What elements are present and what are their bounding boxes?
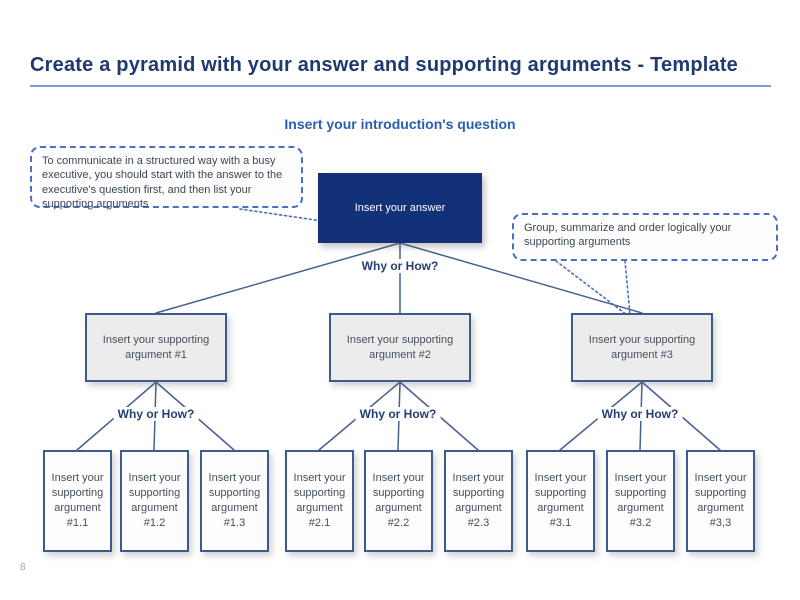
sub-argument-box-1-2: Insert your supporting argument #1.2 (120, 450, 189, 552)
why-or-how-label-top: Why or How? (357, 259, 443, 273)
sub-argument-label: Insert your supporting argument #3.2 (614, 472, 667, 529)
supporting-argument-box-3: Insert your supporting argument #3 (571, 313, 713, 382)
why-or-how-label-arg1: Why or How? (113, 407, 199, 421)
page-title: Create a pyramid with your answer and su… (30, 54, 739, 76)
answer-box-label: Insert your answer (354, 202, 446, 214)
answer-box: Insert your answer (318, 173, 482, 243)
sub-argument-label: Insert your supporting argument #2.1 (293, 472, 346, 529)
callout-right-bubble: Group, summarize and order logically you… (512, 213, 778, 261)
sub-argument-box-1-1: Insert your supporting argument #1.1 (43, 450, 112, 552)
sub-argument-label: Insert your supporting argument #2.3 (452, 472, 505, 529)
callout-left-text: To communicate in a structured way with … (42, 155, 283, 210)
sub-argument-label: Insert your supporting argument #1.3 (208, 472, 261, 529)
why-or-how-label-arg3: Why or How? (597, 407, 683, 421)
sub-argument-box-1-3: Insert your supporting argument #1.3 (200, 450, 269, 552)
sub-argument-label: Insert your supporting argument #3.1 (534, 472, 587, 529)
sub-argument-box-3-3: Insert your supporting argument #3,3 (686, 450, 755, 552)
sub-argument-box-2-3: Insert your supporting argument #2.3 (444, 450, 513, 552)
introduction-question-label: Insert your introduction's question (284, 116, 516, 132)
callout-pointer-lines (239, 208, 631, 316)
sub-argument-label: Insert your supporting argument #3,3 (694, 472, 747, 529)
why-or-how-label-arg2: Why or How? (355, 407, 441, 421)
supporting-argument-box-1: Insert your supporting argument #1 (85, 313, 227, 382)
title-underline (30, 85, 771, 87)
supporting-argument-label: Insert your supporting argument #2 (346, 334, 454, 361)
callout-right-text: Group, summarize and order logically you… (524, 222, 732, 249)
sub-argument-label: Insert your supporting argument #1.2 (128, 472, 181, 529)
supporting-argument-label: Insert your supporting argument #1 (102, 334, 210, 361)
callout-left-bubble: To communicate in a structured way with … (30, 146, 303, 210)
supporting-argument-box-2: Insert your supporting argument #2 (329, 313, 471, 382)
page-number: 8 (20, 562, 26, 573)
supporting-argument-label: Insert your supporting argument #3 (588, 334, 696, 361)
sub-argument-box-3-2: Insert your supporting argument #3.2 (606, 450, 675, 552)
sub-argument-box-3-1: Insert your supporting argument #3.1 (526, 450, 595, 552)
sub-argument-box-2-2: Insert your supporting argument #2.2 (364, 450, 433, 552)
sub-argument-label: Insert your supporting argument #1.1 (51, 472, 104, 529)
sub-argument-box-2-1: Insert your supporting argument #2.1 (285, 450, 354, 552)
sub-argument-label: Insert your supporting argument #2.2 (372, 472, 425, 529)
